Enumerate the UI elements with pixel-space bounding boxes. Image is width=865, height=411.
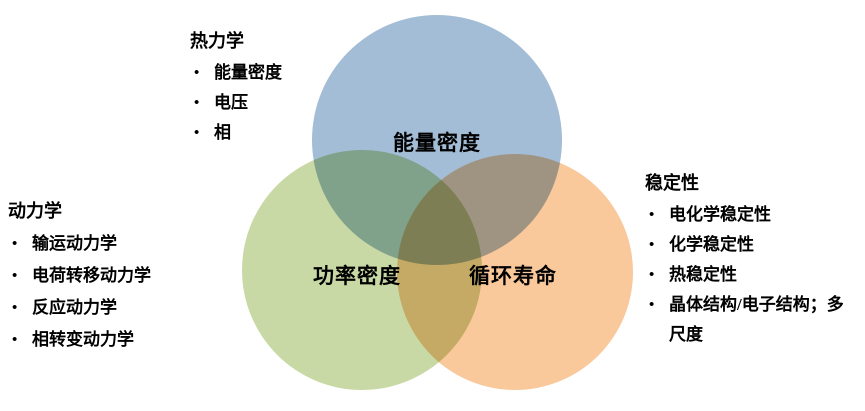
- annotation-title-kinetics: 动力学: [8, 201, 62, 221]
- annotation-thermodynamics: 热力学 能量密度 电压 相: [190, 28, 282, 148]
- list-item: 相: [190, 118, 282, 148]
- annotation-stability: 稳定性 电化学稳定性 化学稳定性 热稳定性 晶体结构/电子结构；多尺度: [645, 170, 857, 350]
- annotation-title-stability: 稳定性: [645, 173, 699, 193]
- list-item: 化学稳定性: [645, 230, 857, 260]
- list-item: 反应动力学: [8, 292, 151, 324]
- circle-label-cycle-life: 循环寿命: [469, 264, 557, 288]
- list-item: 能量密度: [190, 58, 282, 88]
- list-item: 电压: [190, 88, 282, 118]
- annotation-list-kinetics: 输运动力学 电荷转移动力学 反应动力学 相转变动力学: [8, 228, 151, 356]
- list-item: 相转变动力学: [8, 324, 151, 356]
- list-item: 热稳定性: [645, 260, 857, 290]
- circle-cycle-life: [397, 154, 633, 390]
- list-item: 输运动力学: [8, 228, 151, 260]
- circle-label-power-density: 功率密度: [313, 264, 401, 288]
- annotation-list-thermodynamics: 能量密度 电压 相: [190, 58, 282, 148]
- list-item: 电化学稳定性: [645, 200, 857, 230]
- circle-label-energy-density: 能量密度: [393, 131, 481, 155]
- list-item: 电荷转移动力学: [8, 260, 151, 292]
- annotation-kinetics: 动力学 输运动力学 电荷转移动力学 反应动力学 相转变动力学: [8, 198, 151, 356]
- annotation-title-thermodynamics: 热力学: [190, 31, 244, 51]
- list-item: 晶体结构/电子结构；多尺度: [645, 290, 857, 350]
- annotation-list-stability: 电化学稳定性 化学稳定性 热稳定性 晶体结构/电子结构；多尺度: [645, 200, 857, 350]
